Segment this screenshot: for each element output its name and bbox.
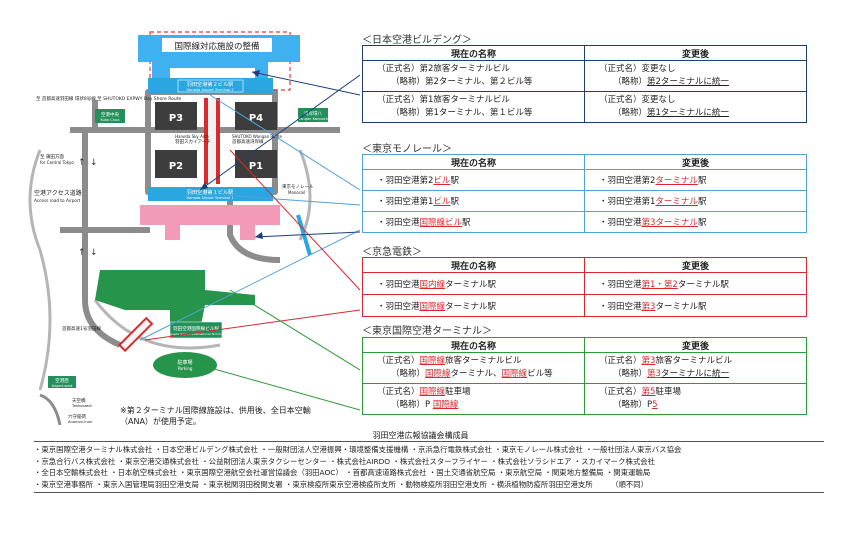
- table-row: ・羽田空港第2ビル駅 ・羽田空港第2ターミナル駅: [362, 169, 807, 191]
- header-current: 現在の名称: [362, 257, 585, 273]
- airport-map: ↑ ↓ ↑ ↓ 国際線対応施設の整備 羽田空港第２ビル駅 Haneda Airpor…: [28, 31, 360, 426]
- table-tiat: 現在の名称 変更後 （正式名）国際線旅客ターミナルビル （略称）国際線ターミナル…: [362, 337, 807, 415]
- parking-label-en: Parking: [178, 366, 193, 371]
- section-title-keikyu: ＜京急電鉄＞: [362, 247, 422, 258]
- table-keikyu: 現在の名称 変更後 ・羽田空港国内線ターミナル駅 ・羽田空港第1・第2ターミナル…: [362, 257, 807, 317]
- table-row: （正式名）第1旅客ターミナルビル（略称）第1ターミナル、第１ビル等 （正式名）変…: [362, 91, 807, 123]
- intl-expansion-label: 国際線対応施設の整備: [174, 41, 260, 52]
- airport-west-label: 空港西: [55, 377, 69, 384]
- wangan-label: 湾岸環八: [304, 110, 322, 117]
- t2-station-label: 羽田空港第２ビル駅: [187, 80, 235, 88]
- skyarch-label: 羽田スカイアーチ: [175, 139, 211, 145]
- svg-text:↓: ↓: [90, 158, 98, 168]
- shutoko-label-en: SHUTOKO Wangan Route: [232, 134, 283, 139]
- section-title-monorail: ＜東京モノレール＞: [362, 144, 452, 155]
- table-row: ・羽田空港第1ビル駅 ・羽田空港第1ターミナル駅: [362, 190, 807, 212]
- access-road-label-en: Access road to Airport: [34, 198, 81, 203]
- header-new: 変更後: [584, 154, 807, 170]
- parking-label: 駐車場: [177, 359, 192, 366]
- anamori-label-en: Anamori-inari: [68, 420, 92, 424]
- header-current: 現在の名称: [362, 337, 585, 353]
- table-row: ・羽田空港国内線ターミナル駅 ・羽田空港第1・第2ターミナル駅: [362, 272, 807, 295]
- header-new: 変更後: [584, 337, 807, 353]
- table-jat: 現在の名称 変更後 （正式名）第2旅客ターミナルビル（略称）第2ターミナル、第２…: [362, 45, 807, 123]
- parking-p2: P2: [169, 161, 183, 172]
- intl-station-label: 羽田空港国際線ビル駅: [173, 325, 219, 332]
- t2-station-label-en: Haneda Airport Terminal 2: [186, 88, 233, 92]
- kukochuo-label-en: Kuko Chuo: [100, 118, 119, 122]
- svg-text:↑: ↑: [78, 248, 86, 258]
- airport-west-label-en: Airport-west: [52, 384, 73, 388]
- header-new: 変更後: [584, 257, 807, 273]
- table-row: （正式名）国際線駐車場 （略称）P 国際線 （正式名）第5駐車場 （略称）P5: [362, 383, 807, 415]
- bridge-label: 首都高速1号羽田線: [62, 325, 101, 332]
- t1-station-label-en: Haneda Airport Terminal 1: [186, 196, 233, 200]
- ota-label-en: for Central Tokyo: [40, 160, 74, 165]
- list-item: ・東京国際空港ターミナル株式会社 ・日本空港ビルデング株式会社 ・一般財団法人空…: [34, 445, 682, 454]
- ota-label: 至 蒲田方面: [40, 153, 64, 160]
- t1-station-label: 羽田空港第１ビル駅: [187, 188, 235, 196]
- map-note: ※第２ターミナル国際線施設は、供用後、全日本空輸 （ANA）が使用予定。: [120, 406, 311, 426]
- intl-station-label-en: Haneda Airport International Terminal: [168, 332, 225, 336]
- parking-p3: P3: [169, 113, 183, 124]
- council-title: 羽田空港広報協議会構成員: [372, 431, 469, 440]
- wangan-label-en: Wangan Kanpachi: [297, 117, 329, 121]
- parking-p4: P4: [249, 113, 263, 124]
- header-current: 現在の名称: [362, 154, 585, 170]
- council-members: ・東京国際空港ターミナル株式会社 ・日本空港ビルデング株式会社 ・一般財団法人空…: [34, 441, 824, 493]
- section-title-tiat: ＜東京国際空港ターミナル＞: [362, 326, 492, 337]
- kukochuo-label: 空港中央: [101, 111, 119, 118]
- svg-text:↓: ↓: [90, 248, 98, 258]
- shutoko-label: 首都高速湾岸線: [232, 138, 264, 145]
- table-row: ・羽田空港国際線ターミナル駅 ・羽田空港第3ターミナル駅: [362, 294, 807, 317]
- access-road-label: 空港アクセス道路: [34, 189, 82, 197]
- tenkubashi-label-en: Tenkubashi: [71, 404, 92, 408]
- table-row: （正式名）国際線旅客ターミナルビル （略称）国際線ターミナル、国際線ビル等 （正…: [362, 352, 807, 384]
- monorail-label-en: Monorail: [288, 190, 305, 195]
- table-row: （正式名）第2旅客ターミナルビル（略称）第2ターミナル、第２ビル等 （正式名）変…: [362, 60, 807, 92]
- list-item: ・京急合行バス株式会社 ・東京空港交通株式会社 ・公益財団法人東京タクシーセンタ…: [34, 456, 656, 466]
- route-note: 至 首都高速羽田線 環状8号線 至 SHUTOKO EXPWY Bay Shor…: [36, 95, 181, 102]
- monorail-label: 東京モノレール: [282, 183, 314, 190]
- list-item: ・全日本空輸株式会社 ・日本航空株式会社 ・東京国際空港航空会社運営協議会（羽田…: [34, 468, 651, 477]
- section-title-jat: ＜日本空港ビルデング＞: [362, 35, 472, 46]
- header-new: 変更後: [584, 45, 807, 61]
- parking-p1: P1: [249, 161, 263, 172]
- anamori-label: 穴守稲荷: [68, 413, 86, 420]
- header-current: 現在の名称: [362, 45, 585, 61]
- svg-text:↑: ↑: [78, 158, 86, 168]
- list-item: ・東京空港事務所 ・東京入国管理局羽田空港支局 ・東京税関羽田税関支署 ・東京検…: [34, 479, 649, 489]
- intl-parking: [153, 352, 217, 378]
- tenkubashi-label: 天空橋: [72, 397, 86, 404]
- table-monorail: 現在の名称 変更後 ・羽田空港第2ビル駅 ・羽田空港第2ターミナル駅 ・羽田空港…: [362, 154, 807, 233]
- skyarch-label-en: Haneda Sky Arch: [175, 134, 210, 139]
- table-row: ・羽田空港国際線ビル駅 ・羽田空港第3ターミナル駅: [362, 211, 807, 233]
